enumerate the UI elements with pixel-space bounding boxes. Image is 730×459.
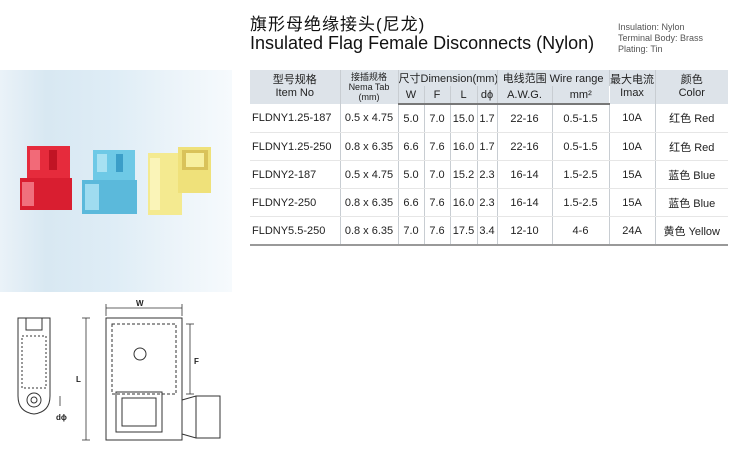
header-l: L <box>450 86 478 105</box>
cell-imax: 15A <box>609 188 656 217</box>
header-f: F <box>424 86 451 105</box>
dim-d: dϕ <box>56 413 67 422</box>
header-color-cn: 颜色 <box>680 74 703 86</box>
cell-f: 7.6 <box>424 132 451 161</box>
title-english: Insulated Flag Female Disconnects (Nylon… <box>250 33 595 53</box>
cell-d: 1.7 <box>477 104 498 133</box>
spec-plating: Plating: Tin <box>618 44 663 54</box>
spec-table: 型号规格 Item No 接插规格 Nema Tab (mm) 尺寸Dimens… <box>250 70 729 246</box>
header-d: dϕ <box>477 86 498 105</box>
spec-insulation: Insulation: Nylon <box>618 22 685 32</box>
header-imax: 最大电流 Imax <box>609 70 656 104</box>
header-imax-en: Imax <box>620 87 644 99</box>
cell-item: FLDNY1.25-250 <box>250 132 341 161</box>
dim-l: L <box>76 375 81 384</box>
cell-mm2: 1.5-2.5 <box>552 160 610 189</box>
title-chinese: 旗形母绝缘接头(尼龙) <box>250 15 426 34</box>
cell-d: 2.3 <box>477 188 498 217</box>
cell-tab: 0.5 x 4.75 <box>340 160 399 189</box>
cell-color: 红色 Red <box>655 132 729 161</box>
cell-d: 1.7 <box>477 132 498 161</box>
cell-awg: 12-10 <box>497 216 553 246</box>
cell-imax: 10A <box>609 104 656 133</box>
cell-item: FLDNY5.5-250 <box>250 216 341 246</box>
header-imax-cn: 最大电流 <box>610 74 655 86</box>
cell-l: 16.0 <box>450 188 478 217</box>
cell-awg: 22-16 <box>497 132 553 161</box>
header-dimension: 尺寸Dimension(mm) <box>398 70 498 86</box>
cell-item: FLDNY2-250 <box>250 188 341 217</box>
cell-imax: 10A <box>609 132 656 161</box>
header-color: 颜色 Color <box>655 70 729 104</box>
cell-tab: 0.8 x 6.35 <box>340 216 399 246</box>
cell-w: 5.0 <box>398 104 425 133</box>
cell-color: 红色 Red <box>655 104 729 133</box>
yellow-connector <box>148 147 211 215</box>
cell-mm2: 0.5-1.5 <box>552 104 610 133</box>
cell-l: 15.2 <box>450 160 478 189</box>
cell-d: 2.3 <box>477 160 498 189</box>
cell-awg: 16-14 <box>497 188 553 217</box>
header-w: W <box>398 86 425 105</box>
cell-w: 7.0 <box>398 216 425 246</box>
cell-l: 15.0 <box>450 104 478 133</box>
cell-l: 17.5 <box>450 216 478 246</box>
cell-mm2: 0.5-1.5 <box>552 132 610 161</box>
cell-color: 蓝色 Blue <box>655 188 729 217</box>
cell-d: 3.4 <box>477 216 498 246</box>
dimension-lines <box>59 304 194 441</box>
header-tab-cn: 接插规格 <box>350 72 387 82</box>
blue-connector <box>82 150 137 214</box>
header-mm2: mm² <box>552 86 610 105</box>
cell-w: 6.6 <box>398 132 425 161</box>
front-view <box>105 317 221 441</box>
cell-color: 蓝色 Blue <box>655 160 729 189</box>
cell-imax: 15A <box>609 160 656 189</box>
product-photo <box>0 70 232 292</box>
cell-f: 7.6 <box>424 188 451 217</box>
red-connector <box>20 146 72 210</box>
spec-terminal-body: Terminal Body: Brass <box>618 33 704 43</box>
cell-tab: 0.8 x 6.35 <box>340 188 399 217</box>
material-specs: Insulation: Nylon Terminal Body: Brass P… <box>618 22 703 55</box>
cell-mm2: 4-6 <box>552 216 610 246</box>
header-awg: A.W.G. <box>497 86 553 105</box>
cell-color: 黄色 Yellow <box>655 216 729 246</box>
cell-awg: 16-14 <box>497 160 553 189</box>
dim-w: W <box>136 299 144 308</box>
header-color-en: Color <box>678 87 705 99</box>
header-wire-range: 电线范围 Wire range <box>497 70 610 86</box>
cell-tab: 0.8 x 6.35 <box>340 132 399 161</box>
cell-item: FLDNY1.25-187 <box>250 104 341 133</box>
dim-f: F <box>194 357 199 366</box>
cell-f: 7.6 <box>424 216 451 246</box>
cell-w: 5.0 <box>398 160 425 189</box>
cell-tab: 0.5 x 4.75 <box>340 104 399 133</box>
cell-awg: 22-16 <box>497 104 553 133</box>
cell-mm2: 1.5-2.5 <box>552 188 610 217</box>
cell-w: 6.6 <box>398 188 425 217</box>
technical-drawing: W L F dϕ <box>0 296 232 454</box>
cell-l: 16.0 <box>450 132 478 161</box>
header-tab-en: Nema Tab <box>348 82 390 92</box>
side-view <box>17 317 51 415</box>
header-item-cn: 型号规格 <box>272 74 317 86</box>
cell-f: 7.0 <box>424 160 451 189</box>
cell-imax: 24A <box>609 216 656 246</box>
cell-f: 7.0 <box>424 104 451 133</box>
header-item-en: Item No <box>275 87 314 99</box>
header-item: 型号规格 Item No <box>250 70 341 104</box>
header-tab-unit: (mm) <box>358 92 380 102</box>
connectors-illustration <box>20 146 211 215</box>
cell-item: FLDNY2-187 <box>250 160 341 189</box>
header-tab: 接插规格 Nema Tab (mm) <box>340 70 399 104</box>
